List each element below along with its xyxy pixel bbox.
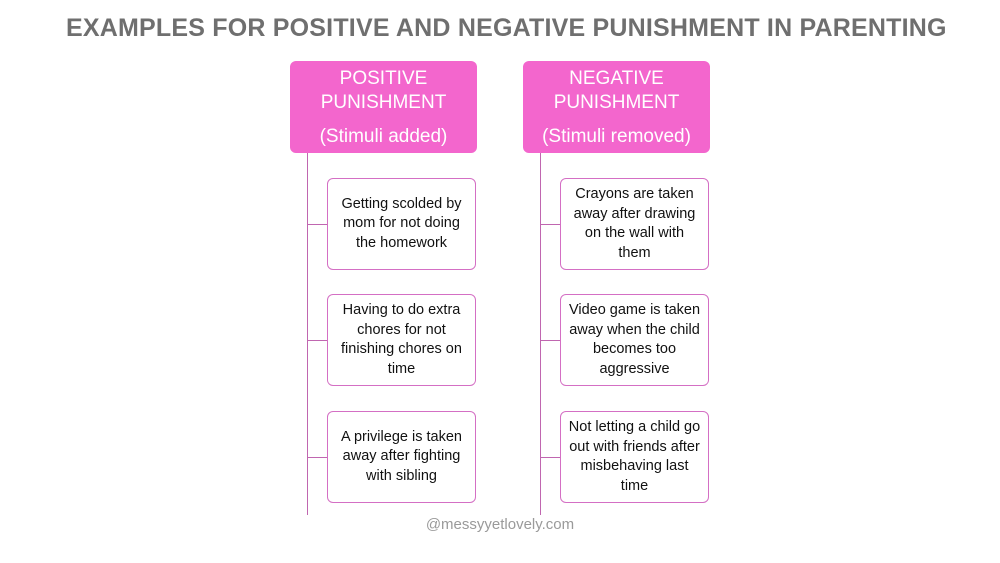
- positive-punishment-column: POSITIVE PUNISHMENT (Stimuli added) Gett…: [290, 61, 480, 515]
- connector-line: [540, 457, 560, 458]
- positive-punishment-header: POSITIVE PUNISHMENT (Stimuli added): [290, 61, 477, 153]
- example-card: Getting scolded by mom for not doing the…: [327, 178, 476, 270]
- example-card: Having to do extra chores for not finish…: [327, 294, 476, 386]
- header-label: POSITIVE: [339, 68, 428, 89]
- connector-line: [307, 224, 327, 225]
- example-card: Video game is taken away when the child …: [560, 294, 709, 386]
- connector-line: [307, 457, 327, 458]
- negative-punishment-column: NEGATIVE PUNISHMENT (Stimuli removed) Cr…: [523, 61, 713, 515]
- negative-punishment-header: NEGATIVE PUNISHMENT (Stimuli removed): [523, 61, 710, 153]
- connector-line: [540, 340, 560, 341]
- header-subtitle: (Stimuli added): [319, 126, 448, 147]
- connector-line: [307, 340, 327, 341]
- header-label: PUNISHMENT: [320, 92, 447, 113]
- example-card: Not letting a child go out with friends …: [560, 411, 709, 503]
- watermark-credit: @messyyetlovely.com: [425, 516, 575, 533]
- connector-line: [540, 153, 541, 515]
- page-title: EXAMPLES FOR POSITIVE AND NEGATIVE PUNIS…: [66, 14, 947, 42]
- header-label: NEGATIVE: [569, 68, 664, 89]
- example-card: Crayons are taken away after drawing on …: [560, 178, 709, 270]
- connector-line: [307, 153, 308, 515]
- example-card: A privilege is taken away after fighting…: [327, 411, 476, 503]
- header-subtitle: (Stimuli removed): [542, 126, 691, 147]
- connector-line: [540, 224, 560, 225]
- header-label: PUNISHMENT: [553, 92, 680, 113]
